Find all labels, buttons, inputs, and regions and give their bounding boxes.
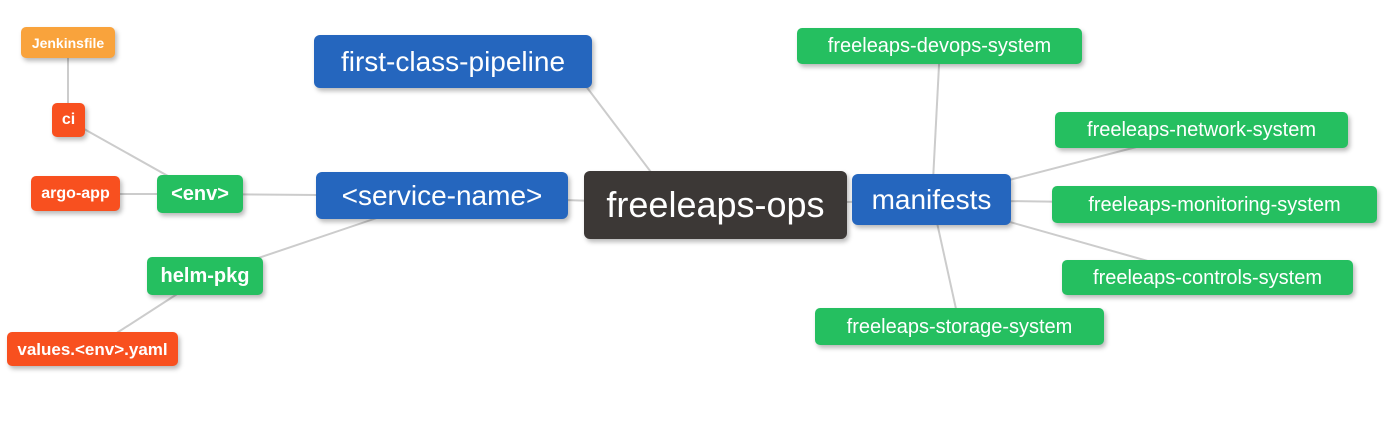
node-helm-pkg[interactable]: helm-pkg (147, 257, 263, 295)
node-label: freeleaps-monitoring-system (1088, 193, 1341, 216)
node-label: argo-app (41, 184, 110, 202)
node-label: <service-name> (341, 179, 543, 211)
node-env[interactable]: <env> (157, 175, 243, 213)
node-label: freeleaps-network-system (1087, 119, 1316, 141)
node-service-name[interactable]: <service-name> (316, 172, 568, 219)
node-argo-app[interactable]: argo-app (31, 176, 120, 211)
node-label: manifests (871, 183, 992, 215)
node-label: values.<env>.yaml (17, 339, 168, 359)
node-values-env-yaml[interactable]: values.<env>.yaml (7, 332, 178, 366)
node-manifests[interactable]: manifests (852, 174, 1011, 225)
node-label: freeleaps-ops (606, 184, 825, 225)
node-label: freeleaps-controls-system (1093, 266, 1322, 289)
node-jenkinsfile[interactable]: Jenkinsfile (21, 27, 115, 58)
node-freeleaps-ops-root[interactable]: freeleaps-ops (584, 171, 847, 239)
node-freeleaps-devops-system[interactable]: freeleaps-devops-system (797, 28, 1082, 64)
node-label: freeleaps-storage-system (846, 315, 1073, 338)
node-freeleaps-monitoring-system[interactable]: freeleaps-monitoring-system (1052, 186, 1377, 223)
node-label: <env> (171, 183, 229, 205)
edge-pipeline-freeleaps-ops (575, 72, 664, 189)
node-label: ci (61, 111, 76, 128)
node-freeleaps-controls-system[interactable]: freeleaps-controls-system (1062, 260, 1353, 295)
node-label: first-class-pipeline (340, 45, 566, 77)
node-label: helm-pkg (160, 265, 250, 287)
node-label: Jenkinsfile (31, 34, 105, 51)
node-ci[interactable]: ci (52, 103, 85, 137)
node-first-class-pipeline[interactable]: first-class-pipeline (314, 35, 592, 88)
node-label: freeleaps-devops-system (827, 35, 1052, 57)
node-freeleaps-storage-system[interactable]: freeleaps-storage-system (815, 308, 1104, 345)
node-freeleaps-network-system[interactable]: freeleaps-network-system (1055, 112, 1348, 148)
